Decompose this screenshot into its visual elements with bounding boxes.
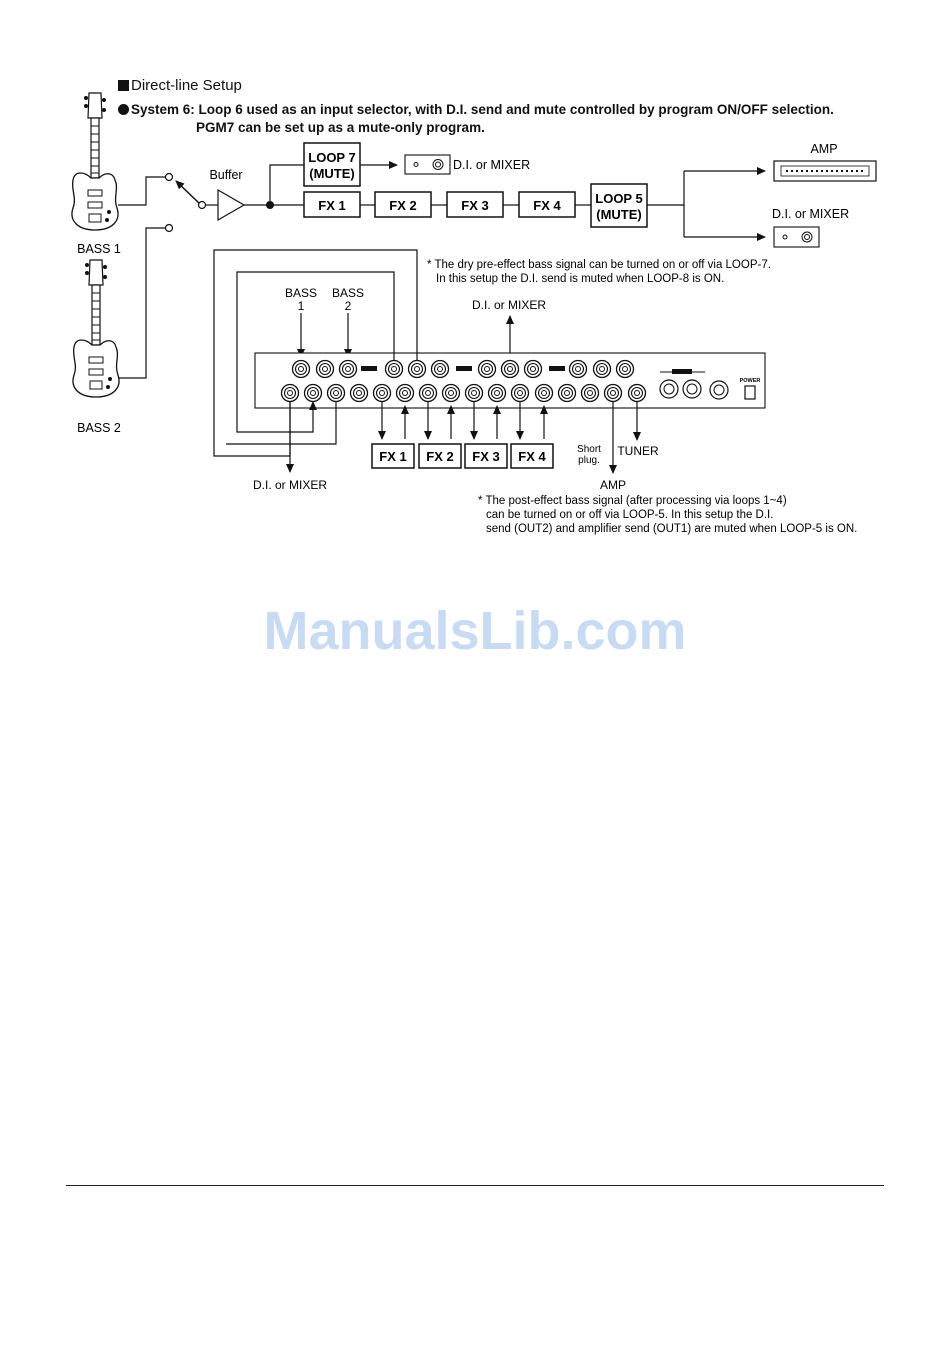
power-switch-icon xyxy=(744,385,756,400)
loop5-box xyxy=(590,183,648,228)
square-bullet-icon xyxy=(118,80,129,91)
di-mixer-top-label: D.I. or MIXER xyxy=(453,158,530,172)
bass-guitar-icon xyxy=(71,92,119,231)
di-mixer-up-label: D.I. or MIXER xyxy=(472,298,546,312)
bass-guitar-icon xyxy=(72,259,120,398)
round-bullet-icon xyxy=(118,104,129,115)
amp-icon xyxy=(773,160,877,182)
note2-line3: send (OUT2) and amplifier send (OUT1) ar… xyxy=(486,523,857,535)
system-line-2: PGM7 can be set up as a mute-only progra… xyxy=(196,120,485,135)
short-plug-label-2: plug. xyxy=(578,455,600,466)
power-label: POWER xyxy=(740,378,761,384)
system-line-1: System 6: Loop 6 used as an input select… xyxy=(131,102,834,117)
bass1-input-label: BASS xyxy=(285,286,317,300)
bass2-label: BASS 2 xyxy=(77,421,121,435)
di-mixer-bottom-label: D.I. or MIXER xyxy=(253,478,327,492)
fx1-bottom-box xyxy=(371,443,415,469)
system-description: System 6: Loop 6 used as an input select… xyxy=(118,101,834,119)
note1-line2: In this setup the D.I. send is muted whe… xyxy=(436,273,724,285)
fx1-box xyxy=(303,191,361,218)
buffer-label: Buffer xyxy=(209,168,242,182)
fx3-box xyxy=(446,191,504,218)
fx2-bottom-box xyxy=(418,443,462,469)
fx3-bottom-box xyxy=(464,443,508,469)
bass2-input-number: 2 xyxy=(345,299,352,313)
bass1-input-number: 1 xyxy=(298,299,305,313)
fx4-label: FX 4 xyxy=(533,198,561,213)
section-title-text: Direct-line Setup xyxy=(131,77,242,94)
footer-divider xyxy=(66,1185,884,1186)
di-mixer-right-label: D.I. or MIXER xyxy=(772,207,849,221)
note1-line1: * The dry pre-effect bass signal can be … xyxy=(427,259,771,271)
note2-line2: can be turned on or off via LOOP-5. In t… xyxy=(486,509,773,521)
loop5-label: LOOP 5 xyxy=(595,191,642,206)
loop7-mute-label: (MUTE) xyxy=(309,166,355,181)
fx1-bottom-label: FX 1 xyxy=(379,449,406,464)
loop7-label: LOOP 7 xyxy=(308,150,355,165)
fx4-bottom-label: FX 4 xyxy=(518,449,546,464)
switch-icon xyxy=(175,180,207,210)
watermark: ManualsLib.com xyxy=(263,601,687,661)
buffer-triangle-icon xyxy=(217,188,246,222)
fx2-label: FX 2 xyxy=(389,198,416,213)
bass1-label: BASS 1 xyxy=(77,242,121,256)
fx3-bottom-label: FX 3 xyxy=(472,449,499,464)
amp-label: AMP xyxy=(810,142,837,156)
fx3-label: FX 3 xyxy=(461,198,488,213)
loop5-mute-label: (MUTE) xyxy=(596,207,642,222)
section-title: Direct-line Setup xyxy=(118,77,242,94)
bass2-input-label: BASS xyxy=(332,286,364,300)
note2-line1: * The post-effect bass signal (after pro… xyxy=(478,495,787,507)
amp-bottom-label: AMP xyxy=(600,478,626,492)
tuner-label: TUNER xyxy=(617,444,659,458)
switcher-rear-panel: POWER xyxy=(254,352,766,409)
fx4-bottom-box xyxy=(510,443,554,469)
short-plug-label: Short xyxy=(577,444,601,455)
fx1-label: FX 1 xyxy=(318,198,345,213)
fx2-bottom-label: FX 2 xyxy=(426,449,453,464)
